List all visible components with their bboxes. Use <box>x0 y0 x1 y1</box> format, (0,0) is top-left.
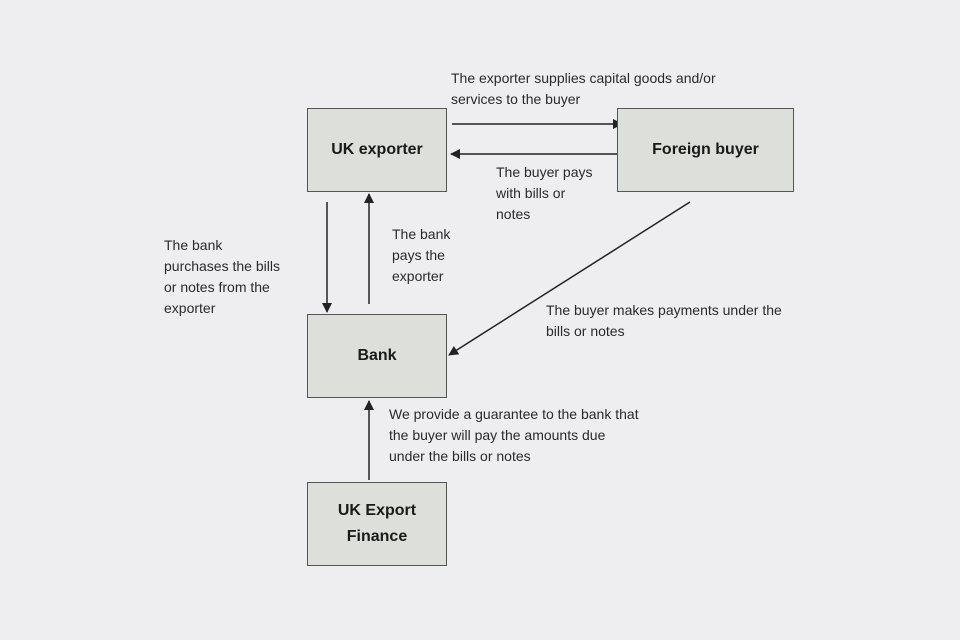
node-foreign-buyer-label: Foreign buyer <box>652 141 759 158</box>
node-uk-exporter: UK exporter <box>307 108 447 192</box>
node-uk-export-finance: UK Export Finance <box>307 482 447 566</box>
edge-label-exporter-to-bank: The bank purchases the bills or notes fr… <box>164 237 280 316</box>
node-bank-label: Bank <box>357 347 397 364</box>
node-foreign-buyer: Foreign buyer <box>617 108 794 192</box>
edge-label-bank-to-exporter: The bank pays the exporter <box>392 226 451 284</box>
edge-label-buyer-to-exporter: The buyer pays with bills or notes <box>496 164 593 222</box>
node-uk-export-finance-label: UK Export Finance <box>337 502 417 545</box>
node-uk-exporter-label: UK exporter <box>331 141 423 158</box>
edge-label-buyer-to-bank: The buyer makes payments under the bills… <box>546 302 782 339</box>
edge-label-ukef-to-bank: We provide a guarantee to the bank that … <box>389 406 639 464</box>
arrow-buyer-to-bank <box>448 201 691 356</box>
node-bank: Bank <box>307 314 447 398</box>
edge-label-exporter-to-buyer: The exporter supplies capital goods and/… <box>451 70 716 107</box>
